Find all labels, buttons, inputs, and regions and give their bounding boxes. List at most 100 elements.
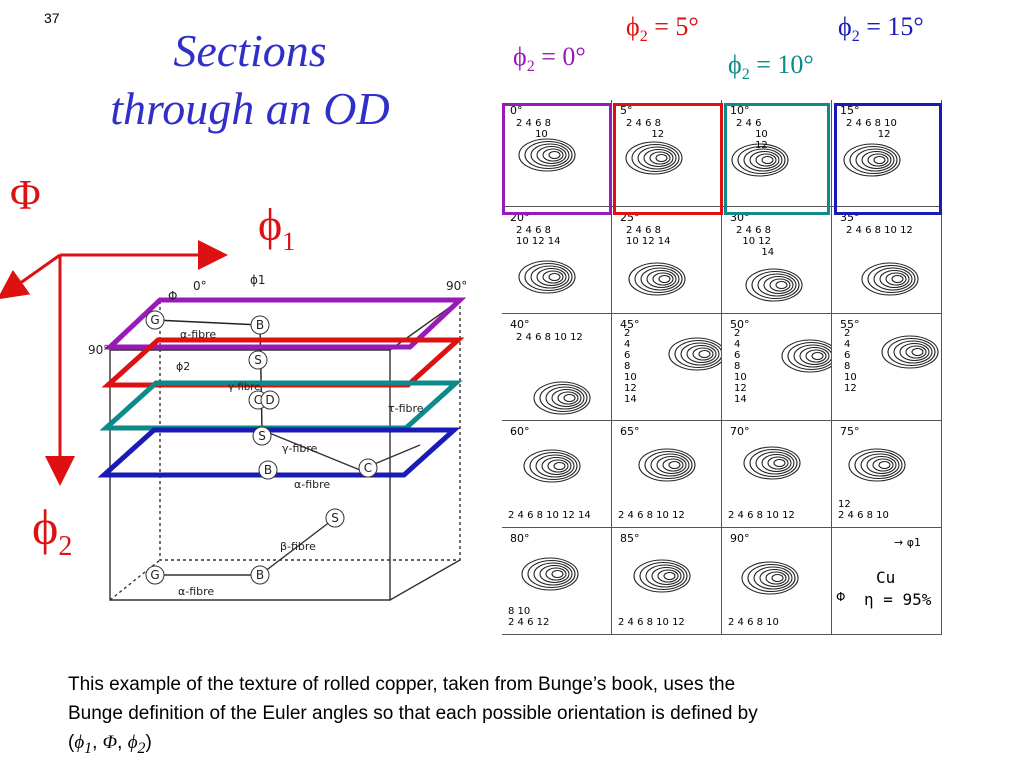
contour-line xyxy=(775,280,788,290)
section-angle-label: 20° xyxy=(510,211,530,224)
axis-arrows xyxy=(0,240,228,486)
contour-line xyxy=(873,267,913,291)
cube-tau-fibre-label: τ-fibre xyxy=(388,402,424,415)
contour-plot xyxy=(518,138,576,172)
slide-number: 37 xyxy=(44,10,60,26)
contour-line xyxy=(553,461,566,471)
contour-line xyxy=(655,153,668,163)
contour-line xyxy=(518,138,576,172)
section-angle-label: 40° xyxy=(510,318,530,331)
contour-line xyxy=(860,453,900,477)
contour-plot xyxy=(625,141,683,175)
section-angle-label: 45° xyxy=(620,318,640,331)
node-G2: G xyxy=(150,568,159,582)
contour-line xyxy=(787,341,831,371)
legend-reduction: η = 95% xyxy=(864,590,932,609)
odf-section-cell: 20°2 4 6 8 10 12 14 xyxy=(502,207,612,314)
cube-alpha-fibre-bottom-label: α-fibre xyxy=(178,585,214,598)
contour-level-labels: 2 4 6 10 12 xyxy=(736,118,768,151)
title-line-2: through an OD xyxy=(110,83,390,134)
cube-90-left-label: 90° xyxy=(88,343,109,357)
contour-plot xyxy=(523,449,581,483)
contour-line xyxy=(881,335,939,369)
contour-level-labels: 2 4 6 8 10 12 xyxy=(728,510,795,521)
contour-plot xyxy=(741,561,799,595)
contour-plot xyxy=(843,143,901,177)
contour-line xyxy=(855,148,895,172)
cube-beta-fibre-label: β-fibre xyxy=(280,540,316,553)
legend-phi1-axis: → φ1 xyxy=(894,536,921,549)
contour-level-labels: 2 4 6 8 10 12 14 xyxy=(624,328,637,405)
contour-level-labels: 2 4 6 8 10 12 14 xyxy=(516,225,561,247)
contour-line xyxy=(745,268,803,302)
contour-line xyxy=(646,269,677,289)
contour-line xyxy=(692,347,714,361)
section-label-phi2-5: ϕ2 = 5° xyxy=(626,12,699,46)
odf-section-cell: 70°2 4 6 8 10 12 xyxy=(722,421,832,528)
contour-line xyxy=(524,262,573,292)
section-angle-label: 65° xyxy=(620,425,640,438)
contour-line xyxy=(547,459,569,473)
contour-plot xyxy=(668,337,721,371)
odf-section-cell: 25°2 4 6 8 10 12 14 xyxy=(612,207,722,314)
contour-line xyxy=(542,270,564,284)
node-S3: S xyxy=(331,511,339,525)
odf-section-cell: 40°2 4 6 8 10 12 xyxy=(502,314,612,421)
contour-line xyxy=(887,337,936,367)
contour-plot xyxy=(861,262,919,296)
caption-line-3: (ϕ1, Φ, ϕ2) xyxy=(68,732,152,757)
contour-line xyxy=(639,561,688,591)
contour-line xyxy=(698,349,711,359)
node-B3: B xyxy=(256,568,264,582)
contour-line xyxy=(905,345,927,359)
contour-line xyxy=(541,456,572,476)
odf-section-cell: 15°2 4 6 8 10 12 xyxy=(832,100,942,207)
contour-line xyxy=(529,451,578,481)
contour-line xyxy=(885,272,907,286)
contour-line xyxy=(640,267,680,291)
section-label-phi2-15: ϕ2 = 15° xyxy=(838,12,924,46)
contour-line xyxy=(893,340,933,364)
section-angle-label: 90° xyxy=(730,532,750,545)
cube-Phi-label: Φ xyxy=(168,289,177,303)
contour-line xyxy=(523,449,581,483)
contour-line xyxy=(773,458,786,468)
cube-phi2-label: ϕ2 xyxy=(176,360,190,373)
contour-level-labels: 2 4 6 8 10 12 xyxy=(844,328,857,394)
contour-level-labels: 2 4 6 8 10 12 xyxy=(516,332,583,343)
contour-line xyxy=(755,153,777,167)
contour-level-labels: 2 4 6 8 10 12 14 xyxy=(734,328,747,405)
contour-line xyxy=(761,155,774,165)
contour-line xyxy=(911,347,924,357)
contour-line xyxy=(854,450,903,480)
contour-line xyxy=(643,148,674,168)
contour-line xyxy=(751,270,800,300)
contour-line xyxy=(805,349,827,363)
contour-line xyxy=(749,150,780,170)
cube-phi1-label: ϕ1 xyxy=(250,273,266,287)
contour-line xyxy=(539,383,588,413)
odf-section-cell: 80°8 10 2 4 6 12 xyxy=(502,528,612,635)
odf-section-cell: 30°2 4 6 8 10 12 14 xyxy=(722,207,832,314)
contour-line xyxy=(535,454,575,478)
contour-line xyxy=(872,458,894,472)
contour-line xyxy=(755,451,795,475)
contour-line xyxy=(530,265,570,289)
contour-plot xyxy=(638,448,696,482)
legend-Phi-axis: Φ xyxy=(836,590,846,604)
section-planes xyxy=(97,297,467,478)
contour-line xyxy=(668,460,681,470)
section-angle-label: 50° xyxy=(730,318,750,331)
odf-section-cell: 55°2 4 6 8 10 12 xyxy=(832,314,942,421)
contour-line xyxy=(873,155,886,165)
slide-title: Sections through an OD xyxy=(60,22,440,138)
contour-line xyxy=(651,566,682,586)
odf-section-cell: 85°2 4 6 8 10 12 xyxy=(612,528,722,635)
contour-line xyxy=(631,143,680,173)
odf-section-cell: 10°2 4 6 10 12 xyxy=(722,100,832,207)
contour-line xyxy=(545,567,567,581)
odf-section-cell: 60°2 4 6 8 10 12 14 xyxy=(502,421,612,528)
contour-line xyxy=(749,448,798,478)
cube-gamma-fibre-v-label: γ-fibre xyxy=(228,382,260,393)
section-angle-label: 55° xyxy=(840,318,860,331)
